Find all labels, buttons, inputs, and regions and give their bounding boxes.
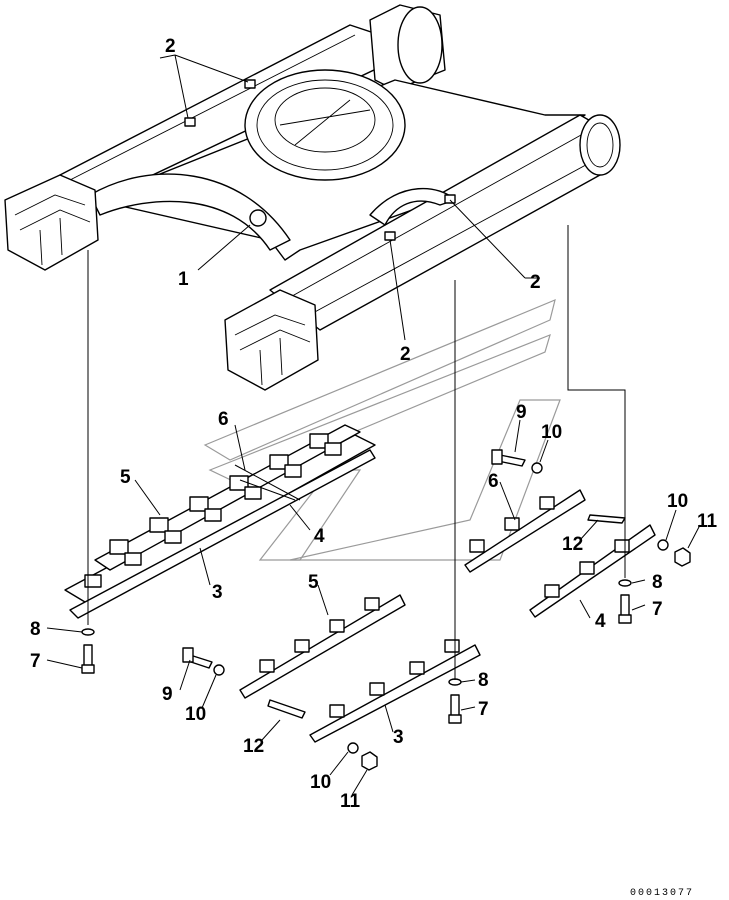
callout-11b: 11 (340, 791, 361, 812)
callout-5a: 5 (120, 467, 131, 488)
callout-10d: 10 (310, 772, 331, 793)
callout-7a: 7 (30, 651, 41, 672)
callout-3a: 3 (212, 582, 223, 603)
callout-5b: 5 (308, 572, 319, 593)
callout-8c: 8 (478, 670, 489, 691)
callout-10b: 10 (667, 491, 688, 512)
track-guard-lower (239, 594, 481, 743)
callout-6b: 6 (488, 471, 499, 492)
callout-2b: 2 (530, 272, 541, 293)
document-number: 00013077 (630, 888, 694, 899)
callout-10c: 10 (185, 704, 206, 725)
callout-labels: 2 1 2 2 6 5 4 3 8 7 9 10 6 12 10 11 8 7 … (30, 36, 718, 812)
callout-6a: 6 (218, 409, 229, 430)
callout-7c: 7 (478, 699, 489, 720)
watermark-logo (203, 298, 561, 561)
callout-3b: 3 (393, 727, 404, 748)
callout-11a: 11 (697, 511, 718, 532)
leader-lines (46, 54, 701, 796)
callout-12b: 12 (243, 736, 264, 757)
callout-8b: 8 (652, 572, 663, 593)
callout-9a: 9 (516, 402, 527, 423)
callout-4a: 4 (314, 526, 325, 547)
callout-1: 1 (178, 269, 189, 290)
callout-10a: 10 (541, 422, 562, 443)
callout-7b: 7 (652, 599, 663, 620)
callout-8a: 8 (30, 619, 41, 640)
callout-4b: 4 (595, 611, 606, 632)
track-guard-left (64, 424, 376, 619)
callout-2c: 2 (400, 344, 411, 365)
callout-12a: 12 (562, 534, 583, 555)
reference-lines (87, 225, 626, 680)
callout-9b: 9 (162, 684, 173, 705)
track-frame (4, 4, 621, 391)
track-guard-right (464, 489, 656, 618)
fasteners (81, 449, 691, 771)
callout-2a: 2 (165, 36, 176, 57)
